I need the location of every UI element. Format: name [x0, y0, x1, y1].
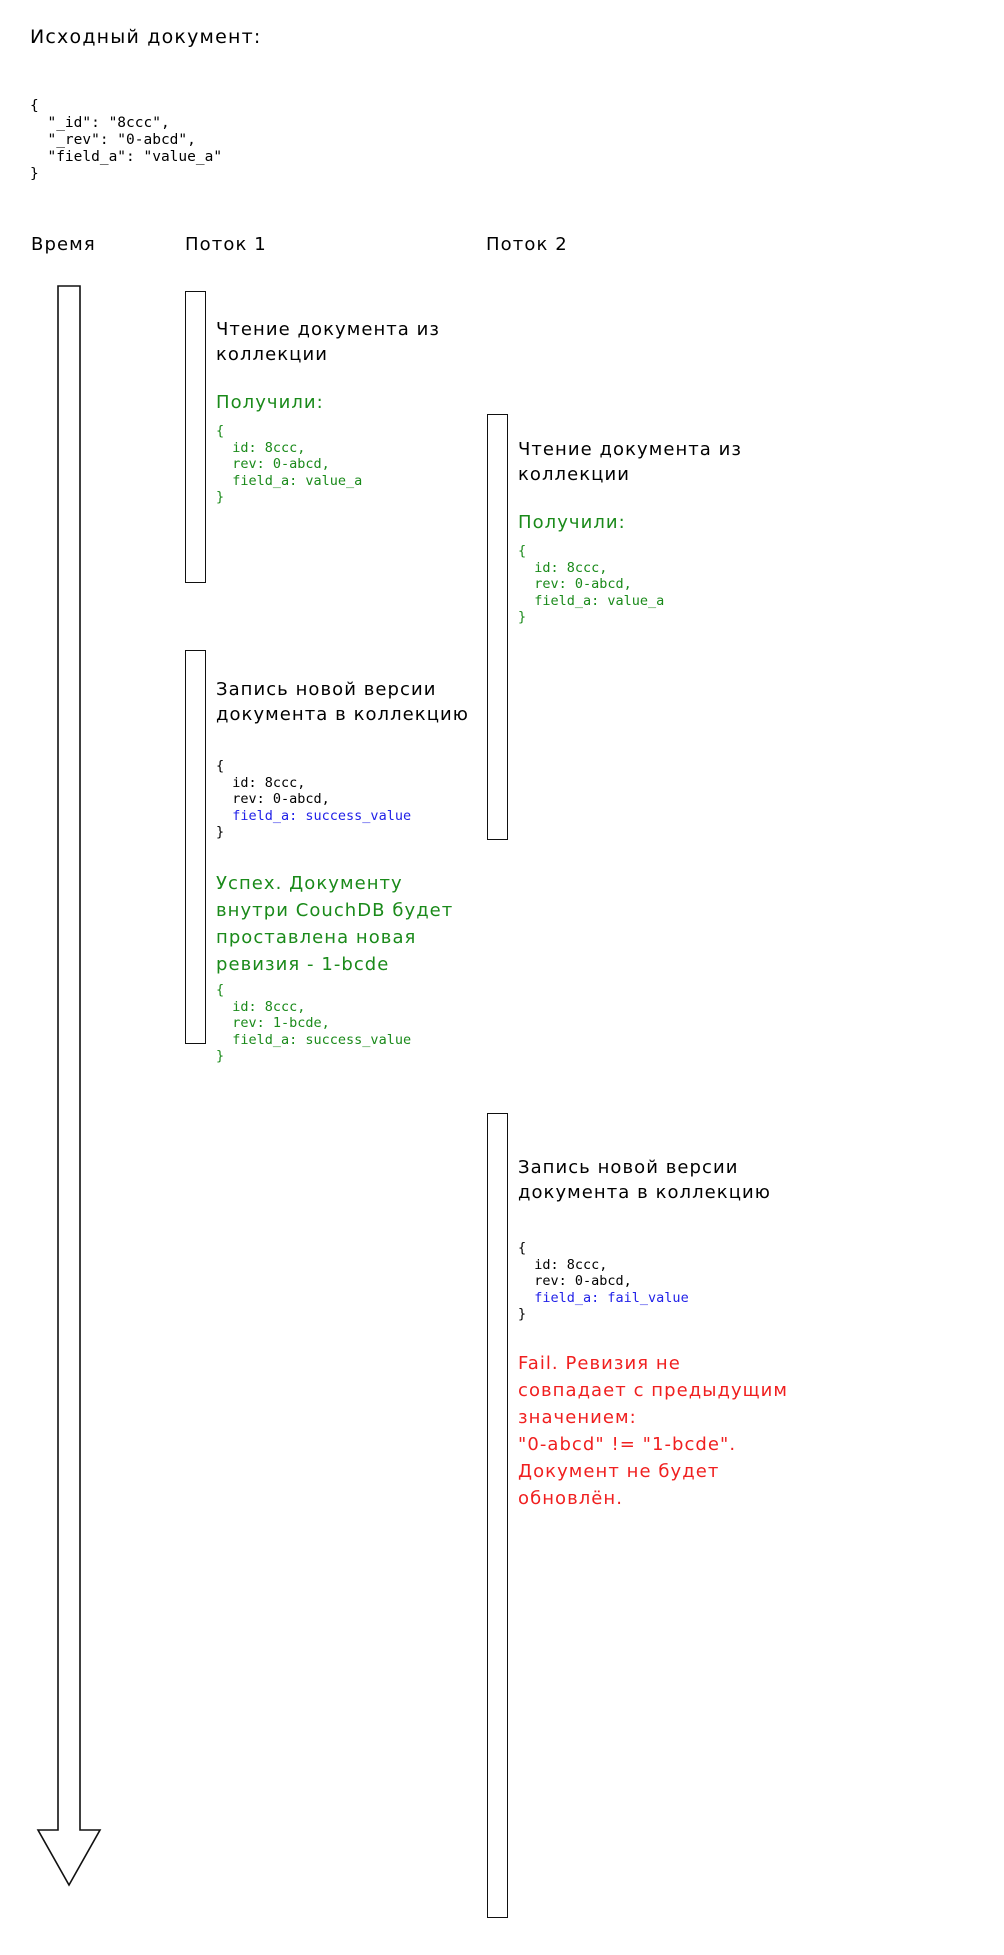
thread1-block2-code-pre: { id: 8ccc, rev: 0-abcd,	[216, 758, 330, 807]
column-header-thread-1: Поток 1	[185, 234, 267, 255]
thread2-block1-lifeline	[487, 414, 508, 840]
thread2-block1-title: Чтение документа из коллекции	[518, 439, 743, 485]
thread2-block2-title: Запись новой версии документа в коллекци…	[518, 1157, 771, 1203]
thread2-block1-code-highlight: field_a: value_a	[534, 592, 665, 609]
thread1-block1-note: Получили:	[216, 392, 324, 413]
source-document-json: { "_id": "8ccc", "_rev": "0-abcd", "fiel…	[30, 98, 223, 182]
thread2-block1-note: Получили:	[518, 512, 626, 533]
thread1-block2-code2-pre: { id: 8ccc, rev: 1-bcde,	[216, 982, 330, 1031]
thread1-block2-code2-post: }	[216, 1048, 225, 1064]
thread1-block2-note: Успех. Документу внутри CouchDB будет пр…	[216, 873, 454, 975]
thread2-block2-code-highlight: field_a: fail_value	[534, 1289, 689, 1306]
thread2-block2-code-post: }	[518, 1306, 527, 1322]
thread2-block2-code: { id: 8ccc, rev: 0-abcd, field_a: fail_v…	[518, 1240, 689, 1323]
thread2-block1-code-pre: { id: 8ccc, rev: 0-abcd,	[518, 543, 632, 592]
time-arrow-icon	[36, 285, 102, 1887]
column-header-time: Время	[31, 234, 96, 255]
thread1-block2-code-highlight: field_a: success_value	[232, 807, 412, 824]
thread1-block1-code-highlight: field_a: value_a	[232, 472, 363, 489]
thread1-block2-title: Запись новой версии документа в коллекци…	[216, 679, 469, 725]
thread1-block2-code2: { id: 8ccc, rev: 1-bcde, field_a: succes…	[216, 982, 411, 1065]
source-document-heading: Исходный документ:	[30, 26, 262, 48]
thread1-block1-code-pre: { id: 8ccc, rev: 0-abcd,	[216, 423, 330, 472]
thread2-block2-lifeline	[487, 1113, 508, 1918]
thread2-block2-note: Fail. Ревизия не совпадает с предыдущим …	[518, 1353, 789, 1509]
thread1-block2-code2-highlight: field_a: success_value	[232, 1031, 412, 1048]
thread2-block1-code-post: }	[518, 609, 527, 625]
thread1-block1-code: { id: 8ccc, rev: 0-abcd, field_a: value_…	[216, 423, 362, 506]
thread1-block1-code-post: }	[216, 489, 225, 505]
thread2-block2-code-pre: { id: 8ccc, rev: 0-abcd,	[518, 1240, 632, 1289]
column-header-thread-2: Поток 2	[486, 234, 568, 255]
thread2-block1-code: { id: 8ccc, rev: 0-abcd, field_a: value_…	[518, 543, 664, 626]
thread1-block1-title: Чтение документа из коллекции	[216, 319, 441, 365]
thread1-block2-code: { id: 8ccc, rev: 0-abcd, field_a: succes…	[216, 758, 411, 841]
thread1-block1-lifeline	[185, 291, 206, 583]
thread1-block2-code-post: }	[216, 824, 225, 840]
time-axis-arrow	[30, 285, 120, 1929]
thread1-block2-lifeline	[185, 650, 206, 1044]
